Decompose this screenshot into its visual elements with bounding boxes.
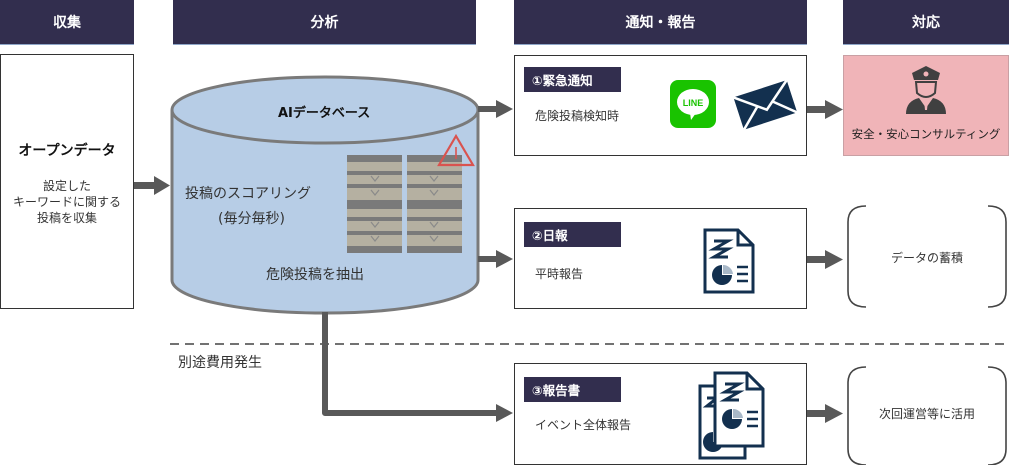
- extra-cost-label: 別途費用発生: [178, 355, 262, 371]
- line-app-icon: LINE: [670, 80, 716, 128]
- source-title: オープンデータ: [18, 143, 116, 159]
- response-accumulate-label: データの蓄積: [890, 251, 963, 265]
- source-open-data-box: オープンデータ 設定した キーワードに関する 投稿を収集: [0, 54, 134, 309]
- output-desc-urgent: 危険投稿検知時: [535, 109, 620, 123]
- database-extract-label: 危険投稿を抽出: [266, 267, 364, 283]
- arrow-db-to-urgent: [478, 100, 513, 118]
- arrow-report-to-utilize: [807, 404, 843, 423]
- arrow-db-to-report: [322, 312, 497, 416]
- line-logo-text: LINE: [683, 98, 704, 108]
- response-consulting-label: 安全・安心コンサルティング: [851, 127, 1001, 141]
- scoring-list-graphic: [347, 155, 462, 253]
- report-documents-stack-icon: [698, 371, 765, 460]
- output-desc-report: イベント全体報告: [535, 418, 632, 432]
- scoring-column-left: [347, 155, 402, 253]
- arrow-source-to-db: [134, 176, 170, 195]
- arrow-db-to-daily: [478, 250, 513, 268]
- database-scoring-label: 投稿のスコアリング: [185, 186, 311, 202]
- source-desc-line-1: 設定した: [42, 179, 91, 193]
- arrow-urgent-to-consult: [807, 100, 843, 119]
- source-desc-line-3: 投稿を収集: [36, 211, 97, 225]
- bracket-accumulate: [847, 205, 1007, 308]
- output-tag-daily: ②日報: [524, 222, 621, 247]
- header-notify: 通知・報告: [514, 0, 807, 44]
- arrow-daily-to-accumulate: [807, 250, 843, 269]
- report-document-icon: [703, 228, 755, 294]
- header-respond: 対応: [843, 0, 1009, 44]
- database-title: AIデータベース: [278, 106, 371, 121]
- bracket-utilize: [847, 366, 1007, 465]
- header-analyze: 分析: [173, 0, 476, 44]
- output-tag-report: ③報告書: [524, 377, 621, 402]
- warning-triangle-icon: [437, 133, 475, 167]
- response-consulting-box: 安全・安心コンサルティング: [843, 55, 1009, 156]
- mail-envelope-icon: [733, 79, 797, 130]
- security-guard-icon: [906, 66, 946, 114]
- scoring-column-right: [407, 155, 462, 253]
- output-desc-daily: 平時報告: [535, 267, 584, 281]
- response-utilize-label: 次回運営等に活用: [878, 407, 975, 421]
- database-frequency-label: (毎分毎秒): [218, 211, 285, 227]
- output-daily-report-box: ②日報 平時報告: [514, 208, 807, 309]
- output-urgent-notification-box: ①緊急通知 危険投稿検知時 LINE: [514, 55, 807, 156]
- source-desc-line-2: キーワードに関する: [12, 195, 121, 209]
- arrow-db-to-report-head: [496, 404, 513, 422]
- output-tag-urgent: ①緊急通知: [524, 67, 621, 92]
- output-event-report-box: ③報告書 イベント全体報告: [514, 363, 807, 465]
- header-collect: 収集: [0, 0, 134, 44]
